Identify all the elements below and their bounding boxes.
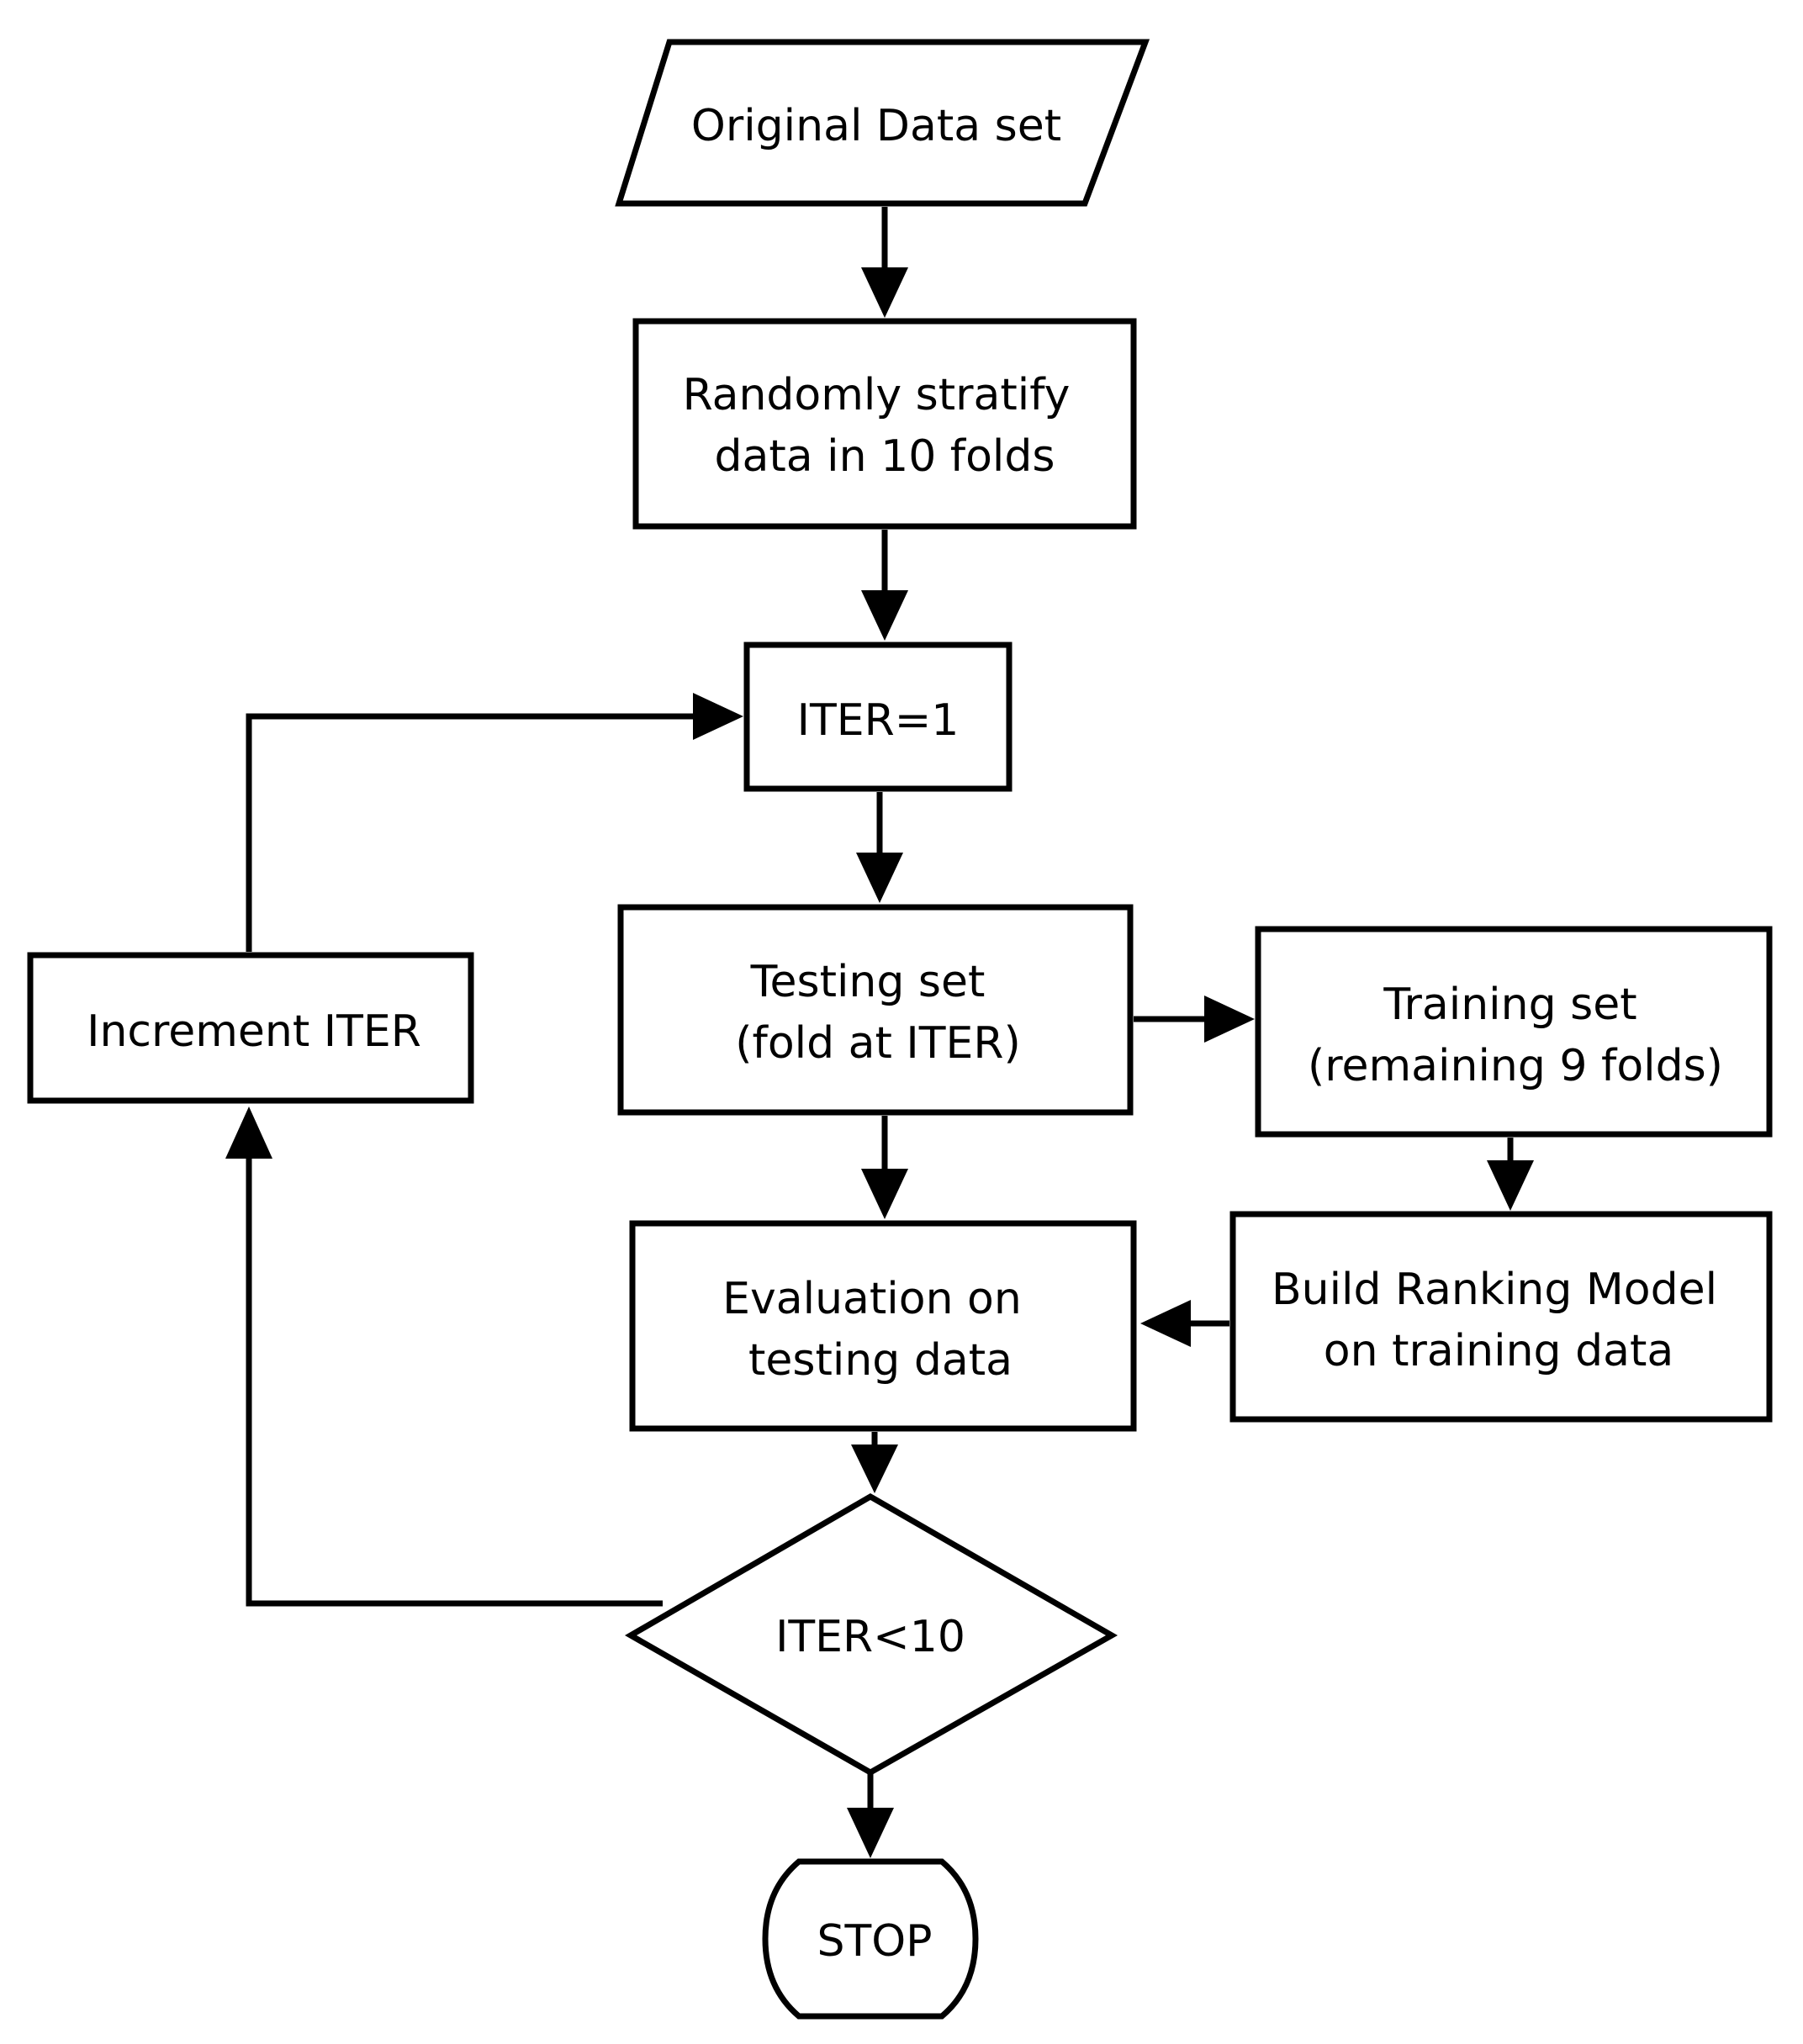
node-decision-label: ITER<10 (775, 1612, 965, 1662)
node-stop: STOP (762, 1858, 979, 2020)
node-training-set-line2: (remaining 9 folds) (1308, 1041, 1723, 1091)
node-iter-init-label: ITER=1 (797, 695, 960, 746)
node-original-data-set: Original Data set (615, 39, 1150, 207)
edge-stratify-to-iter-init (861, 530, 908, 641)
node-training-set-line1: Training set (1383, 980, 1636, 1030)
node-build-ranking-model: Build Ranking Model on training data (1229, 1211, 1773, 1423)
edge-testing-to-training (1134, 996, 1255, 1043)
edge-original-to-stratify (861, 207, 908, 318)
edge-decision-to-stop (847, 1772, 894, 1858)
node-testing-set-line2: (fold at ITER) (735, 1018, 1021, 1069)
edge-decision-to-increment (225, 1107, 663, 1607)
node-decision-iter-lt-10: ITER<10 (624, 1492, 1118, 1777)
edge-increment-to-iter-init (246, 693, 743, 952)
node-evaluation: Evaluation on testing data (629, 1220, 1137, 1432)
node-evaluation-line1: Evaluation on (722, 1274, 1022, 1324)
node-randomly-stratify-line2: data in 10 folds (715, 431, 1055, 482)
edge-testing-to-evaluation (861, 1116, 908, 1219)
node-iter-init: ITER=1 (743, 642, 1013, 792)
node-testing-set-line1: Testing set (750, 957, 986, 1007)
node-testing-set: Testing set (fold at ITER) (617, 904, 1134, 1116)
edge-iter-init-to-testing-set (856, 792, 903, 903)
node-increment-iter-label: Increment ITER (87, 1006, 421, 1057)
node-training-set: Training set (remaining 9 folds) (1255, 926, 1773, 1138)
node-randomly-stratify: Randomly stratify data in 10 folds (632, 318, 1137, 530)
edge-training-to-build-model (1487, 1138, 1534, 1211)
node-build-ranking-model-line2: on training data (1324, 1326, 1673, 1376)
node-increment-iter: Increment ITER (27, 952, 474, 1104)
node-evaluation-line2: testing data (748, 1335, 1013, 1386)
node-build-ranking-model-line1: Build Ranking Model (1272, 1265, 1717, 1315)
edge-build-model-to-evaluation (1140, 1300, 1229, 1347)
edge-evaluation-to-decision (851, 1432, 898, 1493)
node-original-data-set-label: Original Data set (691, 101, 1061, 151)
node-randomly-stratify-line1: Randomly stratify (683, 370, 1071, 420)
node-stop-label: STOP (817, 1916, 932, 1967)
